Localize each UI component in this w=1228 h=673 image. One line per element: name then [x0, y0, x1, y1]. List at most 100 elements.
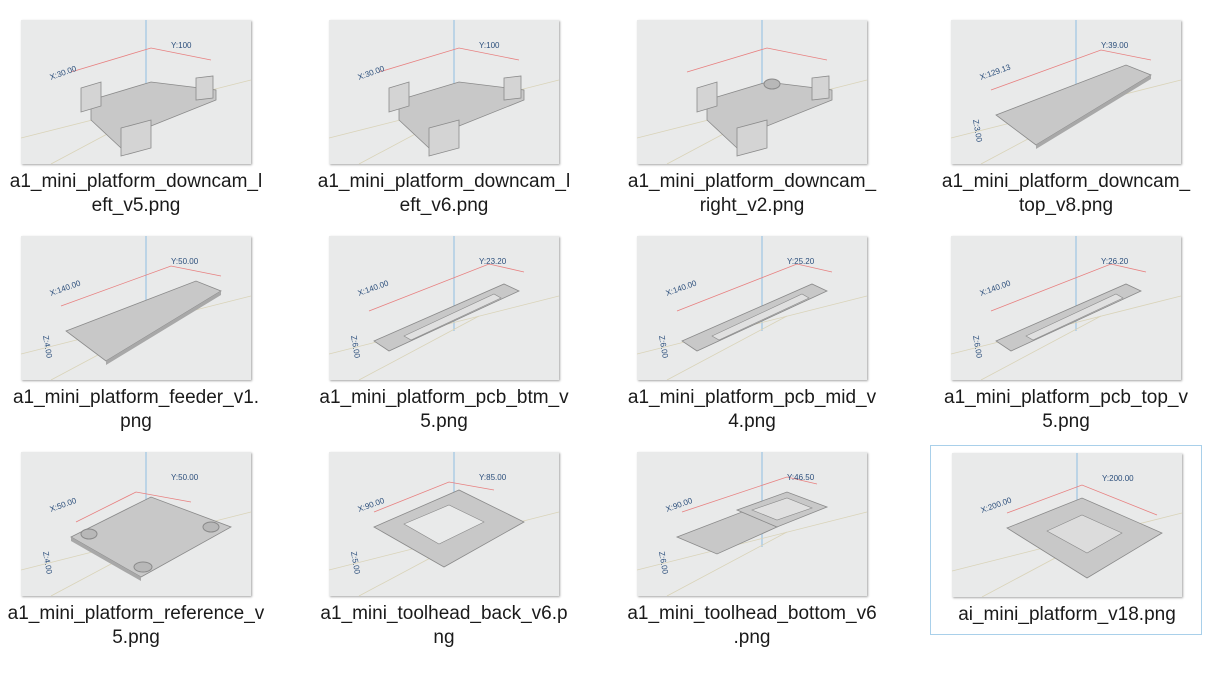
- file-name[interactable]: a1_mini_platform_pcb_btm_v 5.png: [310, 386, 578, 434]
- model-preview-image: [637, 20, 867, 164]
- file-name[interactable]: a1_mini_platform_downcam_ right_v2.png: [618, 170, 886, 218]
- dimension-label: Z:4.00: [41, 551, 54, 575]
- file-name[interactable]: a1_mini_platform_pcb_mid_v 4.png: [618, 386, 886, 434]
- dimension-label: Z:5.00: [349, 551, 362, 575]
- model-preview-image: X:140.00 Y:50.00Z:4.00: [21, 236, 251, 380]
- dimension-label: Y:100: [171, 41, 192, 50]
- dimension-label: Y:26.20: [1101, 257, 1129, 266]
- dimension-label: X:140.00: [979, 278, 1013, 298]
- file-name-line: top_v8.png: [1018, 195, 1114, 216]
- dimension-label: Y:100: [479, 41, 500, 50]
- dimension-label: Z:3.00: [971, 119, 984, 143]
- file-name-line: a1_mini_platform_downcam_l: [9, 171, 263, 192]
- file-name-line: 4.png: [728, 411, 776, 432]
- file-thumbnail[interactable]: [637, 20, 867, 164]
- file-name-line: a1_mini_platform_downcam_l: [317, 171, 571, 192]
- dimension-label: Y:46.50: [787, 473, 815, 482]
- file-thumbnail[interactable]: X:30.00 Y:100: [21, 20, 251, 164]
- file-name-line: right_v2.png: [699, 195, 805, 216]
- dimension-label: X:30.00: [49, 64, 79, 82]
- file-name-line: 5.png: [112, 627, 160, 648]
- model-preview-image: X:30.00 Y:100: [21, 20, 251, 164]
- file-name-line: ai_mini_platform_v18.png: [958, 604, 1176, 625]
- file-name[interactable]: a1_mini_platform_downcam_l eft_v5.png: [2, 170, 270, 218]
- dimension-label: Z:6.00: [349, 335, 362, 359]
- model-preview-image: X:129.13 Y:39.00Z:3.00: [951, 20, 1181, 164]
- model-preview-image: X:30.00Y:100: [329, 20, 559, 164]
- file-name-line: .png: [733, 627, 771, 648]
- file-name[interactable]: a1_mini_platform_reference_v 5.png: [2, 602, 270, 650]
- file-name[interactable]: a1_mini_platform_feeder_v1.png: [2, 386, 270, 434]
- dimension-label: Y:50.00: [171, 473, 199, 482]
- file-name-line: a1_mini_toolhead_back_v6.p: [320, 603, 568, 624]
- dimension-label: Y:50.00: [171, 257, 199, 266]
- file-name-line: 5.png: [1042, 411, 1090, 432]
- model-preview-image: X:140.00 Y:26.20Z:6.00: [951, 236, 1181, 380]
- dimension-label: Y:85.00: [479, 473, 507, 482]
- file-name[interactable]: a1_mini_platform_downcam_l eft_v6.png: [310, 170, 578, 218]
- dimension-label: Z:6.00: [657, 335, 670, 359]
- file-name-line: ng: [433, 627, 455, 648]
- file-name-line: png: [120, 411, 152, 432]
- file-name[interactable]: a1_mini_toolhead_bottom_v6 .png: [618, 602, 886, 650]
- model-preview-image: X:90.00 Y:85.00Z:5.00: [329, 452, 559, 596]
- dimension-label: X:140.00: [665, 278, 699, 298]
- dimension-label: Z:4.00: [41, 335, 54, 359]
- dimension-label: Z:6.00: [657, 551, 670, 575]
- model-preview-image: X:50.00 Y:50.00Z:4.00: [21, 452, 251, 596]
- dimension-label: Z:6.00: [971, 335, 984, 359]
- dimension-label: Y:39.00: [1101, 41, 1129, 50]
- file-name-line: eft_v5.png: [91, 195, 181, 216]
- file-name-line: a1_mini_toolhead_bottom_v6: [627, 603, 877, 624]
- model-preview-image: X:140.00 Y:23.20Z:6.00: [329, 236, 559, 380]
- file-name[interactable]: ai_mini_platform_v18.png: [933, 603, 1201, 627]
- file-name[interactable]: a1_mini_platform_pcb_top_v 5.png: [932, 386, 1200, 434]
- dimension-label: Y:200.00: [1102, 474, 1134, 483]
- dimension-label: Y:23.20: [479, 257, 507, 266]
- dimension-label: X:140.00: [49, 278, 83, 298]
- model-preview-image: X:140.00 Y:25.20Z:6.00: [637, 236, 867, 380]
- dimension-label: X:140.00: [357, 278, 391, 298]
- dimension-label: X:50.00: [49, 496, 79, 514]
- file-name-line: eft_v6.png: [399, 195, 489, 216]
- file-name-line: a1_mini_platform_feeder_v1.: [12, 387, 260, 408]
- file-item[interactable]: X:200.00 Y:200.00 ai_mini_platform_v18.png: [930, 445, 1202, 635]
- dimension-label: X:129.13: [979, 62, 1013, 82]
- file-name-line: a1_mini_platform_pcb_top_v: [944, 387, 1188, 408]
- dimension-label: X:90.00: [665, 496, 695, 514]
- dimension-label: Y:25.20: [787, 257, 815, 266]
- dimension-label: X:90.00: [357, 496, 387, 514]
- model-preview-image: X:200.00 Y:200.00: [952, 453, 1182, 597]
- file-name-line: a1_mini_platform_reference_v: [7, 603, 265, 624]
- file-item[interactable]: a1_mini_platform_downcam_ right_v2.png: [616, 16, 888, 226]
- file-name-line: a1_mini_platform_pcb_btm_v: [319, 387, 569, 408]
- file-name[interactable]: a1_mini_platform_downcam_top_v8.png: [932, 170, 1200, 218]
- file-thumbnail[interactable]: X:200.00 Y:200.00: [952, 453, 1182, 597]
- dimension-label: X:200.00: [980, 495, 1014, 515]
- file-name-line: a1_mini_platform_pcb_mid_v: [627, 387, 877, 408]
- model-preview-image: X:90.00 Y:46.50Z:6.00: [637, 452, 867, 596]
- file-name-line: a1_mini_platform_downcam_: [627, 171, 877, 192]
- file-name-line: 5.png: [420, 411, 468, 432]
